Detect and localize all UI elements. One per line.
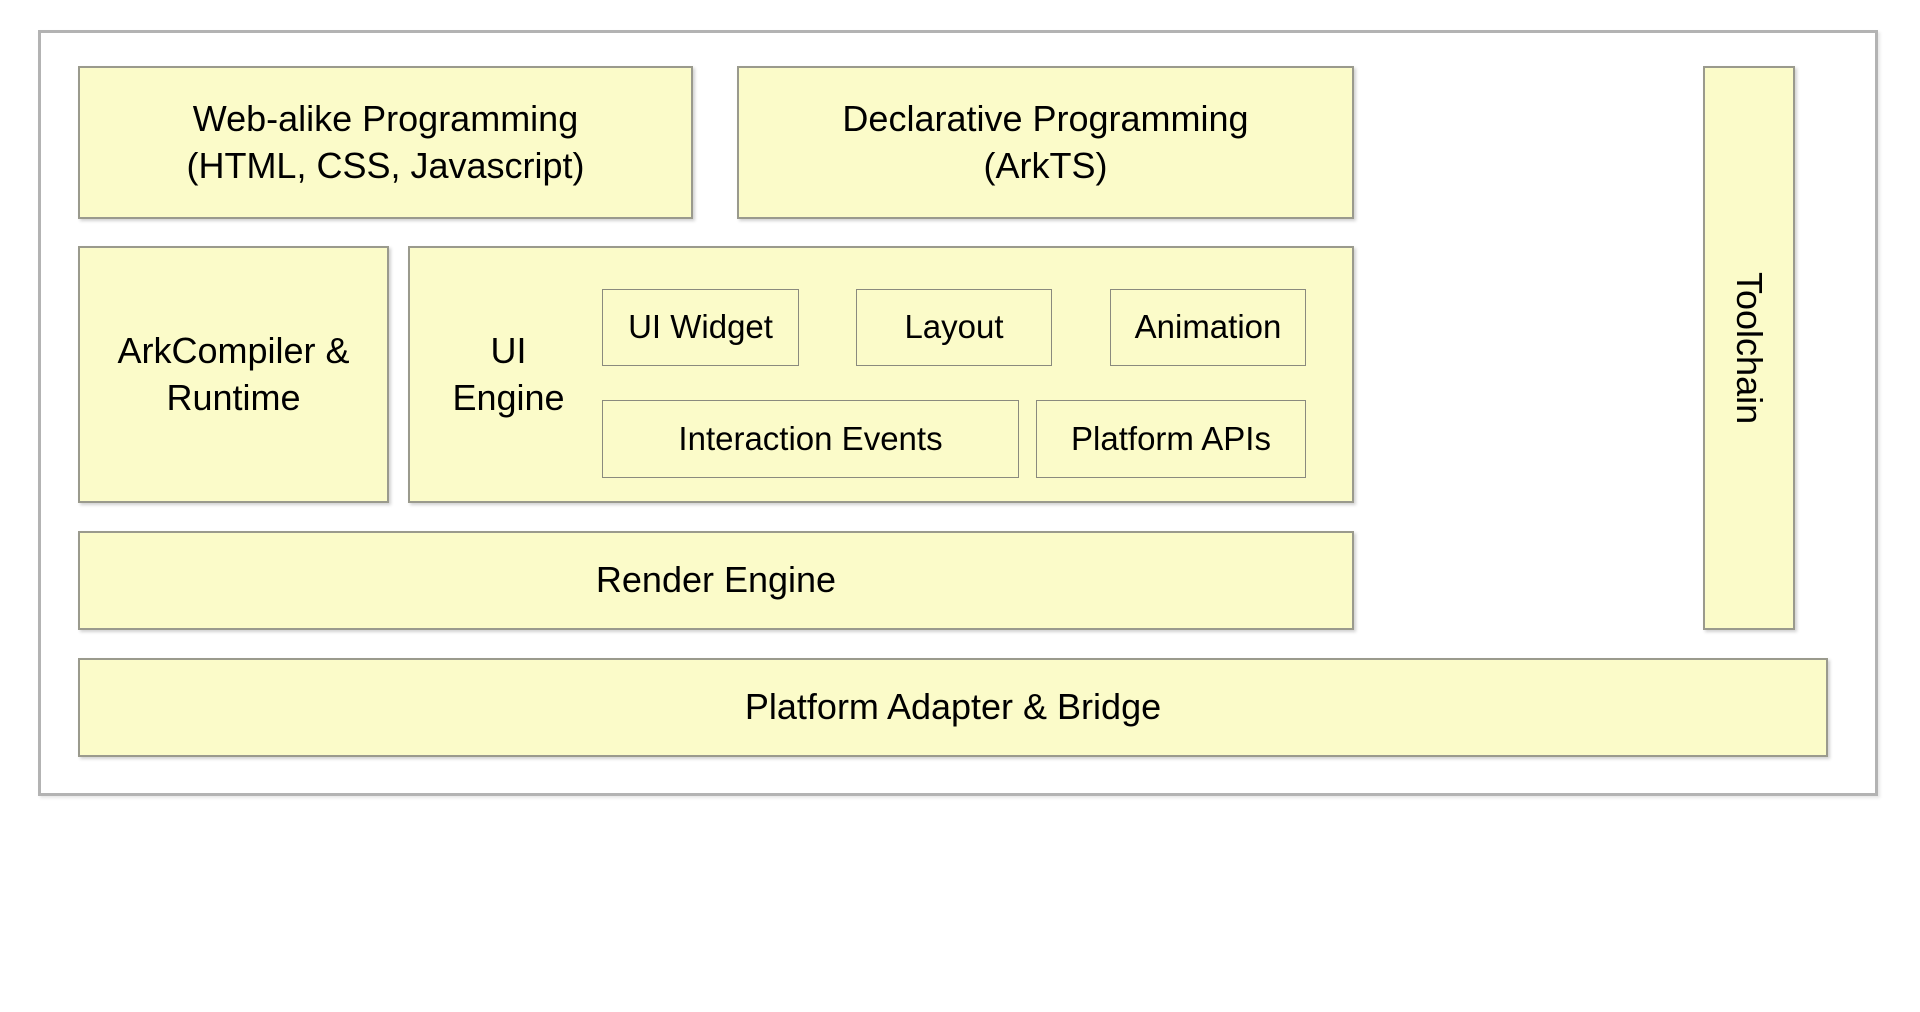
node-declarative-programming: Declarative Programming (ArkTS)	[737, 66, 1354, 219]
node-render-engine: Render Engine	[78, 531, 1354, 630]
node-arkcompiler-runtime: ArkCompiler & Runtime	[78, 246, 389, 503]
node-animation: Animation	[1110, 289, 1306, 366]
node-ui-widget: UI Widget	[602, 289, 799, 366]
node-ui-engine-label: UI Engine	[452, 330, 565, 418]
node-toolchain: Toolchain	[1703, 66, 1795, 630]
node-web-alike-programming: Web-alike Programming (HTML, CSS, Javasc…	[78, 66, 693, 219]
node-interaction-events: Interaction Events	[602, 400, 1019, 478]
node-toolchain-label: Toolchain	[1729, 271, 1771, 425]
node-layout: Layout	[856, 289, 1052, 366]
node-platform-apis: Platform APIs	[1036, 400, 1306, 478]
node-platform-adapter-bridge: Platform Adapter & Bridge	[78, 658, 1828, 757]
